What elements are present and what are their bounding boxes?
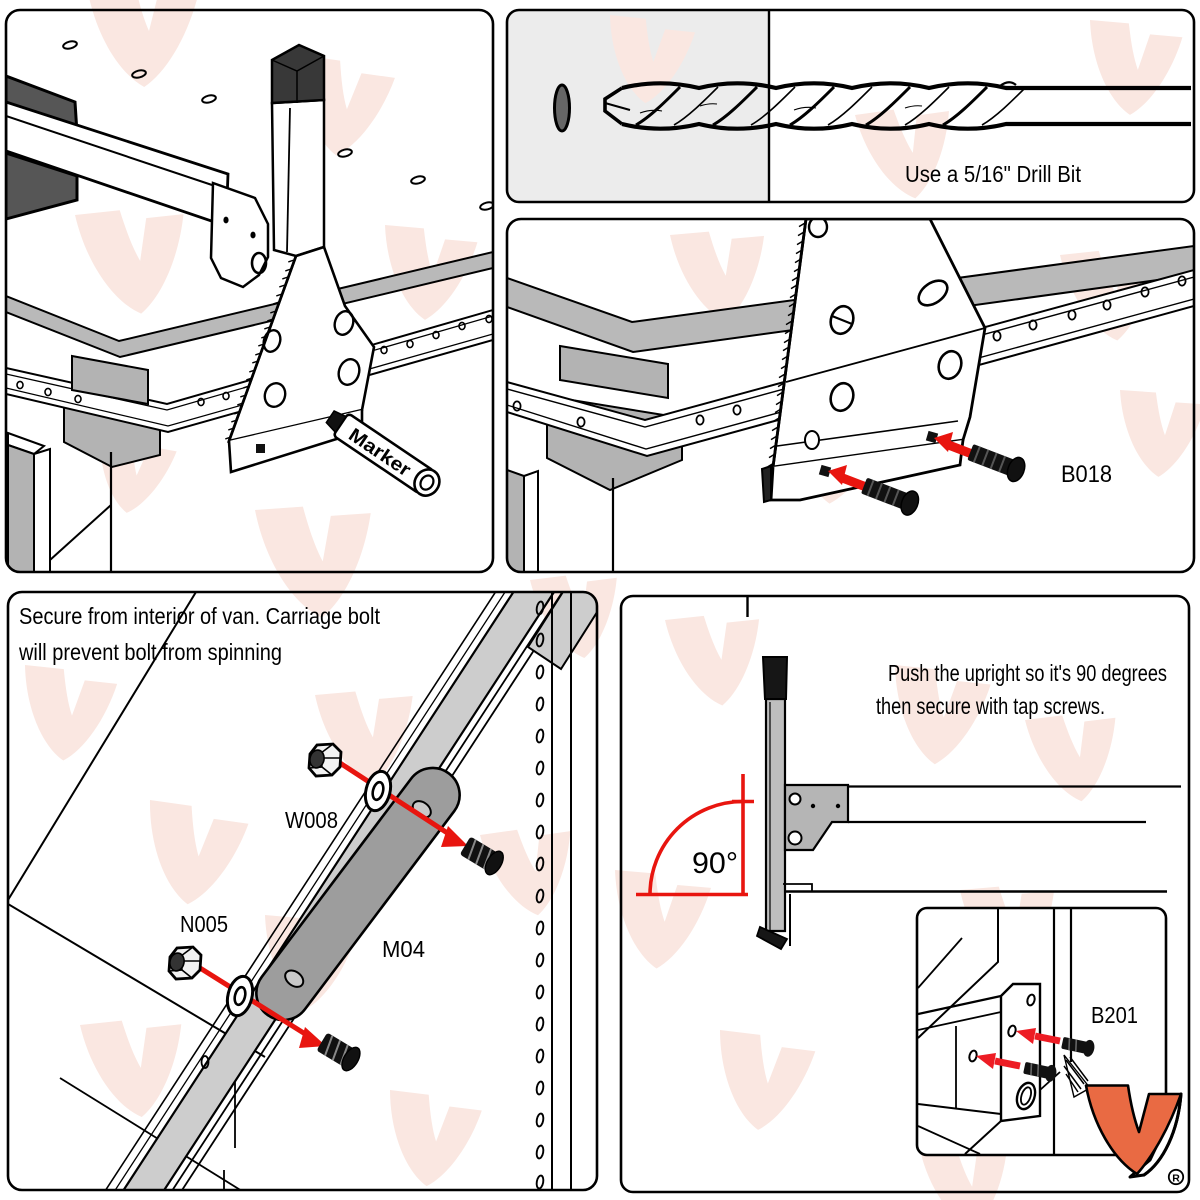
svg-text:Use a 5/16" Drill Bit: Use a 5/16" Drill Bit	[905, 161, 1082, 187]
svg-text:Secure from interior of van. C: Secure from interior of van. Carriage bo…	[19, 603, 381, 629]
svg-text:R: R	[1172, 1173, 1180, 1185]
svg-text:Push the upright so it's 90 de: Push the upright so it's 90 degrees	[888, 660, 1167, 686]
svg-text:then secure with tap screws.: then secure with tap screws.	[876, 693, 1105, 719]
svg-text:B201: B201	[1091, 1002, 1138, 1028]
svg-text:B018: B018	[1061, 461, 1112, 488]
svg-text:W008: W008	[285, 807, 338, 833]
svg-text:M04: M04	[382, 936, 425, 962]
svg-text:will prevent bolt from spinnin: will prevent bolt from spinning	[18, 639, 282, 665]
svg-text:90°: 90°	[692, 847, 738, 880]
svg-text:N005: N005	[180, 911, 228, 937]
